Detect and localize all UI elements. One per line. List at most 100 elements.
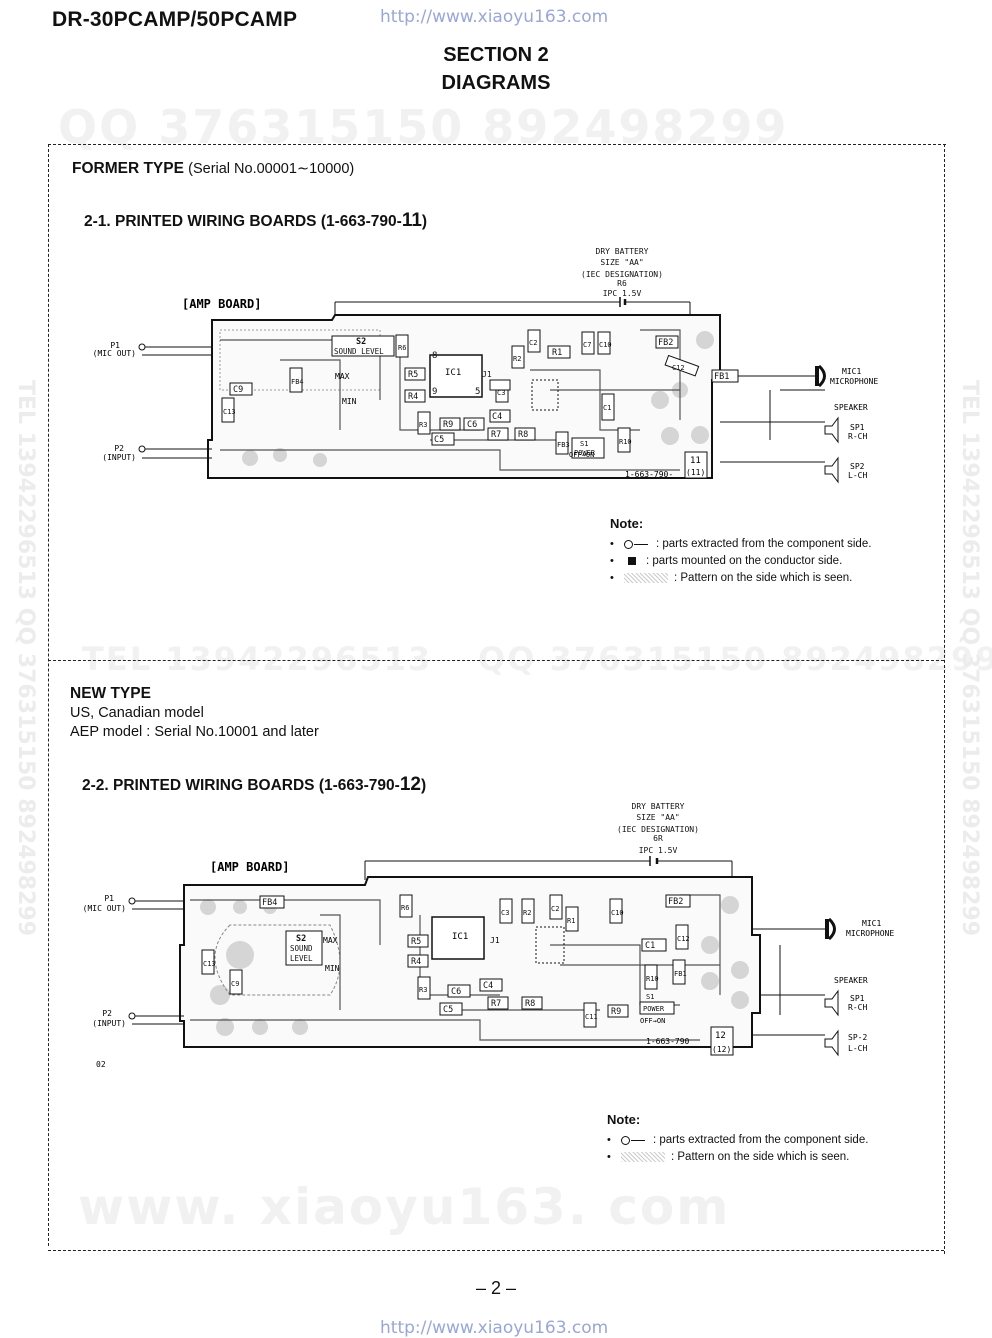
svg-text:SP2: SP2 (850, 462, 865, 471)
watermark-bottom: www. xiaoyu163. com (78, 1178, 731, 1236)
newtype-battery-label: DRY BATTERY SIZE "AA" (IEC DESIGNATION) … (617, 802, 699, 855)
newtype-line1: US, Canadian model (70, 705, 204, 721)
svg-text:R10: R10 (646, 975, 659, 983)
svg-text:C13: C13 (223, 408, 236, 416)
newtype-p2-label: P2 (102, 1009, 112, 1018)
newtype-note: Note: •: parts extracted from the compon… (607, 1112, 868, 1163)
former-note-pattern: •: Pattern on the side which is seen. (610, 572, 853, 584)
frame-left (48, 144, 49, 1246)
svg-text:C9: C9 (231, 980, 239, 988)
svg-text:R3: R3 (419, 421, 427, 429)
svg-text:R9: R9 (611, 1007, 621, 1017)
newtype-line2: AEP model : Serial No.10001 and later (70, 724, 319, 740)
svg-text:R5: R5 (411, 937, 421, 947)
svg-text:DRY BATTERY: DRY BATTERY (632, 802, 685, 811)
former-p1-label: P1 (110, 341, 120, 350)
svg-text:S2: S2 (296, 934, 306, 944)
newtype-note-pattern: •: Pattern on the side which is seen. (607, 1151, 850, 1163)
svg-text:SP1: SP1 (850, 423, 865, 432)
newtype-p1-label: P1 (104, 894, 114, 903)
svg-text:C3: C3 (497, 389, 505, 397)
newtype-board-diagram: DRY BATTERY SIZE "AA" (IEC DESIGNATION) … (83, 802, 895, 1069)
svg-text:R6: R6 (401, 904, 409, 912)
newtype-mic-label: MIC1 (862, 919, 881, 928)
svg-text:R3: R3 (419, 986, 427, 994)
former-board-label: [AMP BOARD] (182, 297, 261, 311)
section-title: DIAGRAMS (441, 72, 551, 94)
svg-text:DRY BATTERY: DRY BATTERY (596, 247, 649, 256)
svg-text:POWER: POWER (643, 1005, 665, 1013)
svg-text:R1: R1 (552, 348, 562, 358)
svg-text:SOUND: SOUND (290, 944, 313, 953)
newtype-speaker-label: SPEAKER (834, 976, 868, 985)
source-url-bottom[interactable]: http://www.xiaoyu163.com (380, 1318, 609, 1338)
svg-text:8: 8 (432, 351, 437, 361)
svg-text:R2: R2 (523, 909, 531, 917)
svg-text:C6: C6 (451, 987, 461, 997)
conductor-side-symbol-icon (628, 557, 636, 565)
svg-text:(12): (12) (712, 1045, 731, 1054)
frame-divider (48, 660, 944, 661)
former-note-title: Note: (610, 516, 644, 531)
frame-bottom (48, 1250, 944, 1251)
newtype-code: 02 (96, 1060, 106, 1069)
svg-text:SIZE "AA": SIZE "AA" (636, 813, 679, 822)
svg-text:11: 11 (690, 456, 701, 466)
svg-text:IPC 1.5V: IPC 1.5V (603, 289, 642, 298)
watermark-middle-right: QQ 376315150 892498299 (478, 640, 992, 678)
newtype-s1-off-on: OFF→ON (640, 1017, 665, 1025)
svg-text:SIZE "AA": SIZE "AA" (600, 258, 643, 267)
svg-text:J1: J1 (482, 370, 492, 379)
svg-text:R1: R1 (567, 917, 575, 925)
svg-text:C2: C2 (551, 905, 559, 913)
svg-text:9: 9 (432, 387, 437, 397)
former-s1-off-on: OFF→ON (569, 451, 594, 459)
svg-text:(INPUT): (INPUT) (92, 1019, 126, 1028)
svg-text:5: 5 (475, 387, 480, 397)
svg-text:MAX: MAX (323, 936, 338, 945)
svg-text:(INPUT): (INPUT) (102, 453, 136, 462)
svg-text:LEVEL: LEVEL (290, 954, 313, 963)
former-note-square: •: parts mounted on the conductor side. (610, 555, 843, 567)
svg-text:R7: R7 (491, 430, 501, 440)
svg-text:R-CH: R-CH (848, 432, 867, 441)
svg-text:C5: C5 (443, 1005, 453, 1015)
svg-text:S2: S2 (356, 337, 366, 347)
svg-text:IC1: IC1 (445, 368, 461, 378)
svg-text:C13: C13 (203, 960, 216, 968)
svg-text:SOUND LEVEL: SOUND LEVEL (334, 347, 384, 356)
svg-text:L-CH: L-CH (848, 1044, 867, 1053)
svg-text:L-CH: L-CH (848, 471, 867, 480)
svg-text:C10: C10 (611, 909, 624, 917)
svg-text:MICROPHONE: MICROPHONE (846, 929, 894, 938)
component-side-symbol-icon (624, 539, 650, 549)
svg-text:IPC 1.5V: IPC 1.5V (639, 846, 678, 855)
svg-text:FB4: FB4 (291, 378, 304, 386)
frame-top (48, 144, 946, 145)
newtype-board-no: 1-663-790 (646, 1037, 690, 1046)
svg-text:FB2: FB2 (668, 897, 683, 907)
svg-text:C1: C1 (645, 941, 655, 951)
svg-text:R9: R9 (443, 420, 453, 430)
former-type-title: FORMER TYPE (72, 160, 184, 177)
svg-text:C4: C4 (483, 981, 493, 991)
former-mic-label: MIC1 (842, 367, 861, 376)
svg-text:C1: C1 (603, 404, 611, 412)
svg-text:SP-2: SP-2 (848, 1033, 867, 1042)
model-title: DR-30PCAMP/50PCAMP (52, 8, 298, 31)
svg-text:(IEC DESIGNATION): (IEC DESIGNATION) (581, 270, 663, 279)
former-note-circle: •: parts extracted from the component si… (610, 538, 872, 550)
svg-text:MICROPHONE: MICROPHONE (830, 377, 878, 386)
svg-text:R-CH: R-CH (848, 1003, 867, 1012)
svg-text:J1: J1 (490, 936, 500, 945)
svg-text:R8: R8 (518, 430, 528, 440)
svg-text:R6: R6 (398, 344, 406, 352)
former-p2-label: P2 (114, 444, 124, 453)
svg-text:C9: C9 (233, 385, 243, 395)
source-url-top[interactable]: http://www.xiaoyu163.com (380, 7, 609, 27)
svg-text:R2: R2 (513, 355, 521, 363)
page-number: – 2 – (475, 1278, 517, 1298)
newtype-heading: 2-2. PRINTED WIRING BOARDS (1-663-790-12… (82, 774, 427, 795)
svg-text:R4: R4 (411, 957, 421, 967)
svg-text:S1: S1 (580, 440, 588, 448)
